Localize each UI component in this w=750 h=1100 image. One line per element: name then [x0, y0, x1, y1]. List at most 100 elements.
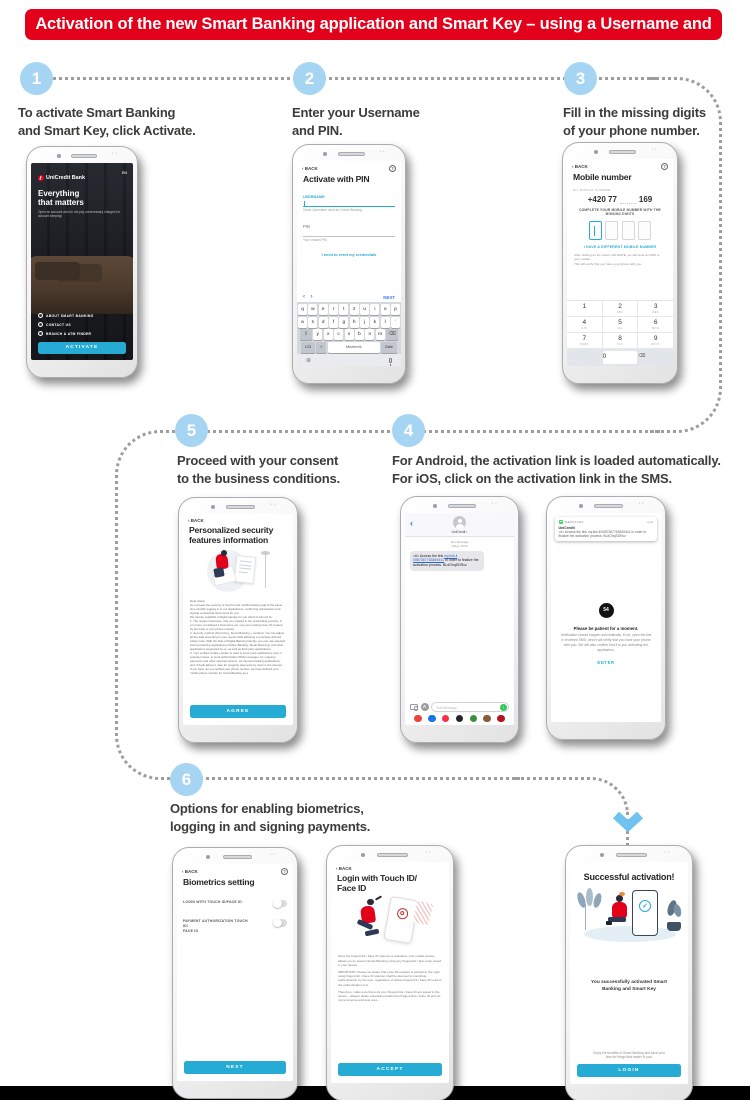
key-´[interactable]: ´ — [391, 316, 401, 328]
agree-button[interactable]: AGREE — [190, 705, 286, 718]
keypad-0[interactable]: 0 — [602, 351, 638, 364]
camera-dot — [56, 154, 61, 158]
keyboard-arrows[interactable]: ‹ › — [303, 294, 315, 301]
key-f[interactable]: f — [329, 316, 338, 328]
app-icon[interactable] — [428, 714, 436, 722]
app-icon[interactable] — [469, 714, 478, 722]
back-chevron-icon[interactable]: ‹ — [410, 518, 413, 528]
back-button[interactable]: ‹ BACK — [188, 518, 204, 523]
camera-dot — [361, 853, 366, 857]
key-p[interactable]: p — [391, 304, 401, 316]
app-icon[interactable] — [441, 714, 450, 722]
help-icon[interactable]: ? — [389, 165, 396, 172]
sms-notification[interactable]: MESSAGES now UniCredit <#> Access the li… — [555, 517, 657, 542]
key-o[interactable]: o — [380, 304, 390, 316]
enter-link[interactable]: ENTER — [597, 660, 615, 666]
login-touchid-toggle[interactable] — [273, 899, 287, 908]
help-icon[interactable]: ? — [661, 163, 668, 170]
enter-key[interactable]: Dále — [381, 342, 398, 353]
login-button[interactable]: LOGIN — [577, 1064, 681, 1077]
keypad-1[interactable]: 1 — [567, 301, 603, 316]
keypad-backspace[interactable]: ⌫ — [638, 353, 646, 359]
keyboard-next-button[interactable]: NEXT — [383, 294, 395, 300]
key-w[interactable]: w — [308, 304, 318, 316]
back-button[interactable]: ‹ BACK — [302, 166, 318, 171]
numbers-key[interactable]: 123 — [300, 342, 315, 353]
key-b[interactable]: b — [354, 329, 364, 341]
back-button[interactable]: ‹ BACK — [572, 164, 588, 169]
contact-name[interactable]: UniCredit › — [451, 530, 468, 534]
app-icon[interactable] — [483, 714, 491, 722]
app-icon[interactable] — [455, 714, 464, 722]
reset-credentials-link[interactable]: I need to reset my credentials — [321, 251, 377, 257]
digit-box-3[interactable] — [621, 221, 635, 241]
key-r[interactable]: r — [329, 304, 338, 316]
key-j[interactable]: j — [360, 316, 369, 328]
key-c[interactable]: c — [334, 329, 344, 341]
camera-icon[interactable] — [410, 704, 418, 711]
key-d[interactable]: d — [318, 316, 328, 328]
app-icon[interactable] — [414, 714, 422, 722]
digit-box-2[interactable] — [605, 221, 619, 241]
speaker-slot — [71, 154, 98, 158]
backspace-key[interactable]: ⌫ — [386, 329, 399, 341]
key-q[interactable]: q — [297, 304, 307, 316]
speaker-slot — [608, 150, 636, 154]
key-y[interactable]: y — [313, 329, 323, 341]
key-l[interactable]: l — [380, 316, 390, 328]
globe-icon[interactable]: ⊕ — [306, 357, 312, 364]
app-store-icon[interactable]: A — [420, 703, 429, 711]
message-input[interactable]: Text Message ↑ — [431, 702, 509, 712]
microphone-icon[interactable] — [389, 357, 392, 366]
key-g[interactable]: g — [339, 316, 349, 328]
digit-box-4[interactable] — [638, 221, 652, 241]
pin-input[interactable] — [303, 230, 395, 237]
key-k[interactable]: k — [370, 316, 380, 328]
key-i[interactable]: i — [370, 304, 380, 316]
username-input[interactable] — [303, 200, 395, 207]
key-e[interactable]: e — [318, 304, 328, 316]
different-number-link[interactable]: I HAVE A DIFFERENT MOBILE NUMBER — [583, 245, 657, 250]
key-s[interactable]: s — [308, 316, 318, 328]
key-z[interactable]: z — [349, 304, 359, 316]
app-icon[interactable] — [497, 714, 505, 722]
sms-header: ‹ UniCredit › — [405, 513, 514, 537]
key-x[interactable]: x — [323, 329, 333, 341]
next-button[interactable]: NEXT — [184, 1061, 286, 1074]
menu-item-about[interactable]: ABOUT SMART BANKING — [38, 311, 94, 320]
connector-middle — [190, 430, 660, 433]
shift-key[interactable]: ⇧ — [299, 329, 312, 341]
key-a[interactable]: a — [297, 316, 307, 328]
back-button[interactable]: ‹ BACK — [182, 869, 198, 874]
key-m[interactable]: m — [375, 329, 385, 341]
contact-avatar[interactable] — [453, 516, 466, 529]
language-switch[interactable]: EN — [122, 171, 127, 175]
menu-item-contact[interactable]: CONTACT US — [38, 320, 94, 329]
emoji-key[interactable]: ☺ — [316, 342, 327, 353]
accept-button[interactable]: ACCEPT — [338, 1063, 442, 1076]
key-u[interactable]: u — [360, 304, 369, 316]
key-n[interactable]: n — [365, 329, 375, 341]
key-h[interactable]: h — [349, 316, 359, 328]
payment-touchid-toggle[interactable] — [273, 918, 287, 927]
digit-box-1[interactable] — [588, 221, 602, 241]
activate-button[interactable]: ACTIVATE — [38, 342, 126, 354]
step-text-2: Enter your Username and PIN. — [292, 105, 420, 139]
send-icon[interactable]: ↑ — [500, 704, 507, 711]
activation-link[interactable]: my.link.li 0087367763849441 — [413, 553, 458, 563]
key-v[interactable]: v — [344, 329, 354, 341]
back-button[interactable]: ‹ BACK — [336, 866, 352, 871]
help-icon[interactable]: ? — [281, 868, 288, 875]
space-key[interactable]: Mezerník — [327, 342, 380, 353]
menu-item-branch-finder[interactable]: BRANCH & ATM FINDER — [38, 329, 94, 338]
key-t[interactable]: t — [339, 304, 349, 316]
cushion — [35, 262, 80, 280]
